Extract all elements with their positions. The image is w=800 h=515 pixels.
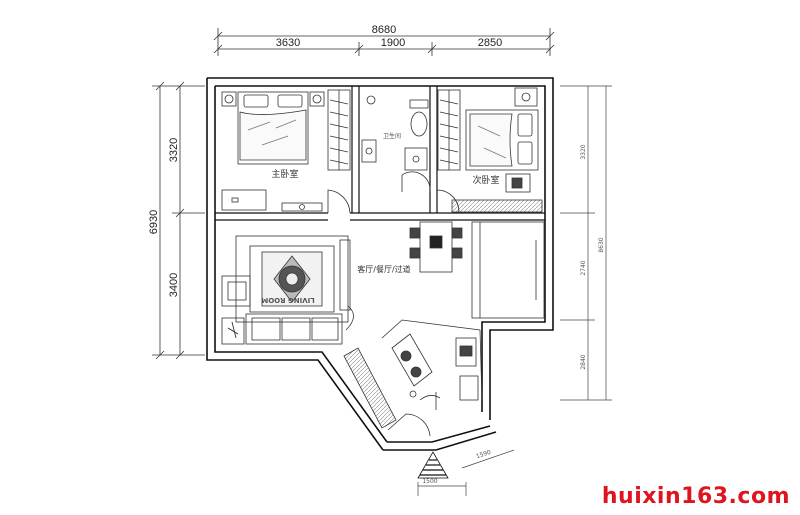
top-total-dimension: 8680: [372, 24, 396, 36]
corner-table: [221, 317, 245, 345]
outer-walls: [206, 77, 554, 451]
master-desk: [221, 189, 323, 212]
living-dining-label: 客厅/餐厅/过道: [357, 264, 410, 274]
second-bedroom-bed: [465, 87, 539, 193]
second-wardrobe: [437, 89, 461, 171]
right-segment-dimension: 3320: [580, 144, 587, 159]
entry-corridor: [343, 347, 431, 437]
living-room-rug-label: LIVING ROOM: [261, 296, 314, 304]
top-segment-dimension: 3630: [276, 37, 300, 49]
bottom-segment-dimension: 1590: [475, 449, 492, 460]
top-dimension-lines: [213, 28, 555, 56]
left-segment-dimension: 3320: [168, 138, 180, 162]
bathroom-label: 卫生间: [383, 132, 401, 140]
bottom-dimension-lines: [417, 449, 515, 496]
right-corridor: [471, 221, 545, 319]
second-bedroom-desk: [451, 199, 543, 213]
master-bedroom-bed: [221, 91, 325, 165]
armchair: [221, 275, 251, 307]
left-dimension-lines: [152, 81, 205, 360]
right-dimension-lines: [560, 85, 612, 401]
top-segment-dimension: 2850: [478, 37, 502, 49]
right-segment-dimension: 2840: [580, 354, 587, 369]
right-total-dimension: 8630: [598, 237, 605, 252]
top-segment-dimension: 1900: [381, 37, 405, 49]
tv-cabinet: [339, 239, 354, 331]
master-bedroom-label: 主卧室: [271, 168, 298, 180]
left-segment-dimension: 3400: [168, 273, 180, 297]
second-door-swing: [436, 189, 460, 213]
bathroom-fixtures: [361, 95, 431, 193]
master-wardrobe: [327, 89, 351, 171]
sofa: [245, 313, 343, 345]
second-bedroom-label: 次卧室: [472, 174, 499, 186]
living-rug: [235, 235, 349, 323]
bottom-segment-dimension: 1500: [422, 478, 437, 485]
right-segment-dimension: 2740: [580, 260, 587, 275]
kitchen: [381, 319, 483, 410]
watermark: huixin163.com: [601, 484, 790, 509]
dining-table: [409, 221, 463, 273]
master-door-swing: [327, 189, 351, 214]
entry-arrow: [417, 451, 449, 479]
left-total-dimension: 6930: [148, 210, 160, 234]
